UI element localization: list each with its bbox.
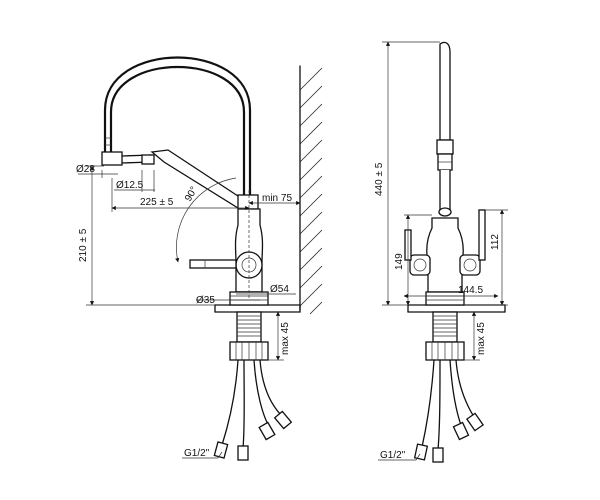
- label-reach: 225 ± 5: [140, 197, 174, 208]
- label-angle: 90°: [183, 185, 200, 204]
- countertop-left: [214, 304, 301, 313]
- label-height-spout: 210 ± 5: [78, 228, 89, 262]
- label-d12-5: Ø12.5: [116, 180, 144, 191]
- label-h149: 149: [394, 253, 405, 270]
- spray-head: [101, 149, 259, 210]
- countertop-right: [407, 304, 506, 313]
- faucet-body-left: [189, 208, 269, 306]
- side-view: Ø28 Ø12.5 225 ± 5 min 75 90° 210 ± 5 Ø35…: [76, 56, 323, 461]
- hoses-left: [213, 359, 293, 461]
- label-d54: Ø54: [270, 284, 289, 295]
- dimensions-left: [78, 165, 301, 459]
- label-d28: Ø28: [76, 164, 95, 175]
- front-view: 440 ± 5 149 112 144.5 max 45 G1/2": [374, 41, 508, 463]
- label-thread-left: G1/2": [184, 448, 210, 459]
- spout-upright: [436, 41, 454, 217]
- faucet-body-right: [404, 209, 486, 306]
- label-thread-right: G1/2": [380, 450, 406, 461]
- spout-arc: [103, 56, 252, 202]
- shank-right: [425, 311, 465, 361]
- label-max45-left: max 45: [280, 322, 291, 355]
- label-max45-right: max 45: [476, 322, 487, 355]
- hoses-right: [413, 359, 485, 463]
- label-w144-5: 144.5: [458, 285, 483, 296]
- dimensions-right: [378, 41, 508, 461]
- wall-hatch: [299, 65, 323, 315]
- shank-left: [229, 311, 269, 361]
- label-min75: min 75: [262, 193, 292, 204]
- label-height-total: 440 ± 5: [374, 162, 385, 196]
- label-h112: 112: [490, 234, 501, 250]
- label-d35: Ø35: [196, 295, 215, 306]
